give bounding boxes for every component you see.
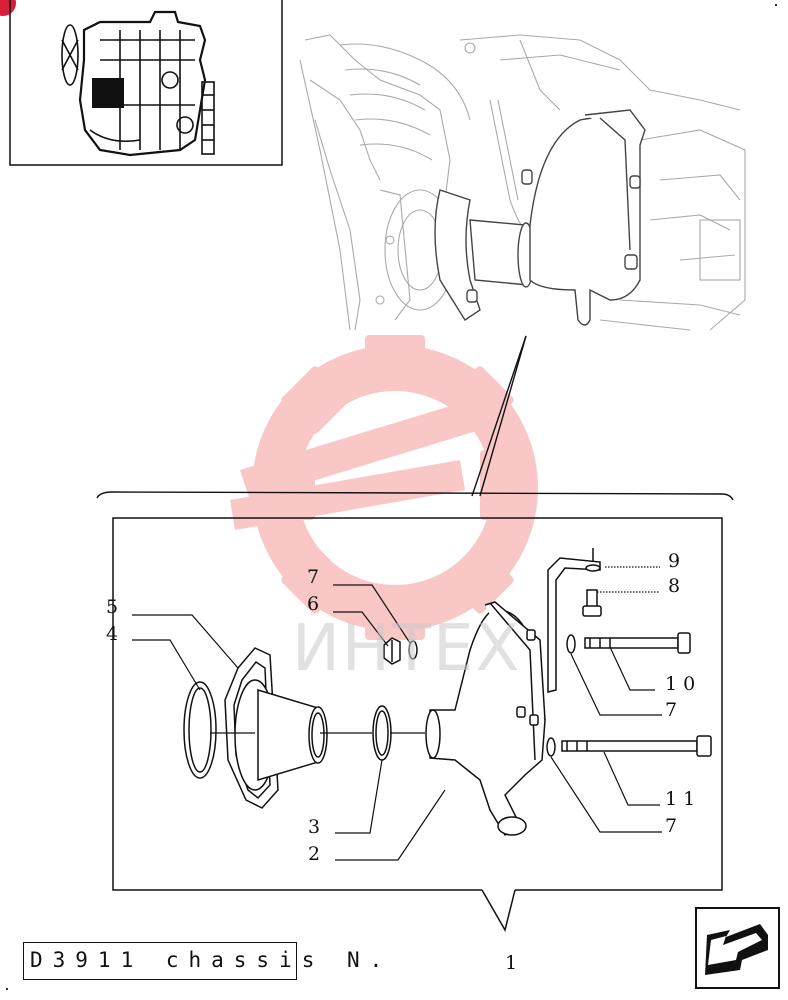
part-adapter-5 xyxy=(224,647,328,809)
part-bolt-10 xyxy=(584,632,691,654)
installed-thermostat-housing xyxy=(434,109,646,326)
part-washer-7b xyxy=(566,634,576,654)
scan-dot xyxy=(775,4,777,6)
callout-10: 10 xyxy=(665,673,701,695)
assembly-reference-number: 1 xyxy=(505,952,518,974)
callout-9: 9 xyxy=(668,550,686,572)
engine-thumbnail-icon xyxy=(61,10,215,157)
callout-8: 8 xyxy=(668,575,686,597)
leader-lines xyxy=(132,566,662,861)
callout-2: 2 xyxy=(308,843,326,865)
callout-labels: 9 8 7 6 5 4 10 7 11 7 3 2 xyxy=(106,550,701,865)
scan-dot xyxy=(6,988,8,990)
caption-box xyxy=(23,942,297,980)
callout-7-top: 7 xyxy=(307,566,325,588)
part-bolt-8 xyxy=(582,589,602,617)
part-bolt-11 xyxy=(561,735,712,757)
next-page-button[interactable] xyxy=(695,907,780,989)
part-bracket-9 xyxy=(547,548,601,693)
arrow-next-page-icon xyxy=(705,924,768,975)
part-washer-7c xyxy=(546,737,556,757)
callout-4: 4 xyxy=(106,623,124,645)
callout-3: 3 xyxy=(308,816,326,838)
page-badge xyxy=(0,0,16,16)
part-o-ring-4 xyxy=(183,681,217,779)
part-nut-6 xyxy=(383,637,401,665)
callout-6: 6 xyxy=(307,593,325,615)
part-washer-7a xyxy=(408,640,418,660)
part-o-ring-3 xyxy=(372,705,392,761)
engine-thumbnail[interactable] xyxy=(9,0,283,166)
exploded-parts xyxy=(183,548,712,837)
installed-view-drawing xyxy=(299,34,746,331)
callout-11: 11 xyxy=(665,788,701,810)
part-thermostat-housing-2 xyxy=(425,601,546,837)
highlighted-section xyxy=(92,78,124,108)
chassis-caption: D3911 chassis N. xyxy=(30,948,393,972)
watermark-text: ИНТЕХ xyxy=(292,612,522,686)
callout-5: 5 xyxy=(106,596,124,618)
callout-7-bottom: 7 xyxy=(665,815,683,837)
exploded-view-frame xyxy=(112,517,723,932)
callout-7-mid: 7 xyxy=(665,699,683,721)
zoom-indicator xyxy=(96,335,734,501)
watermark-logo xyxy=(230,335,538,640)
